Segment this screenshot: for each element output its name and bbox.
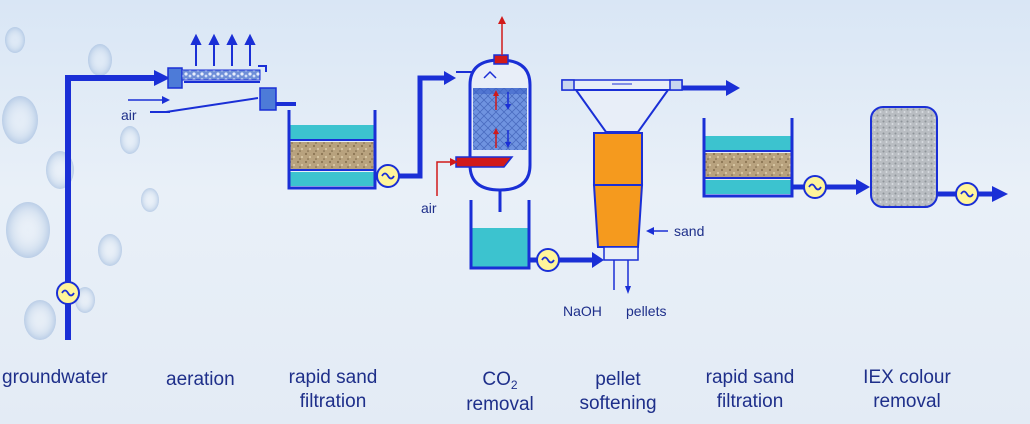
rapid-sand-filter-1: [287, 110, 412, 190]
pump-icon: [803, 175, 827, 199]
stage-label-rapid-sand-filtration-1: rapid sand filtration: [283, 366, 383, 414]
stage-label-line: CO2: [455, 368, 545, 393]
stage-label-line: softening: [579, 393, 657, 414]
flow-arrow-icon: [726, 80, 740, 96]
stage-label-line: filtration: [299, 391, 367, 412]
co2-subscript: 2: [510, 378, 518, 392]
naoh-label: NaOH: [563, 303, 602, 319]
pipe-to-co2: [400, 71, 456, 179]
sand-label: sand: [674, 223, 705, 239]
pump-icon: [955, 182, 979, 206]
pump-icon: [376, 164, 400, 188]
air-vent-arrow-icon: [498, 16, 506, 24]
pellets-label: pellets: [626, 303, 667, 319]
pump-icon: [56, 281, 80, 305]
stage-label-line: rapid sand: [705, 367, 795, 388]
stage-label-line: filtration: [716, 391, 784, 412]
air-inlet-arrow-icon: [128, 96, 170, 104]
flow-arrow-icon: [592, 252, 604, 268]
stage-label-line: IEX colour: [863, 367, 951, 388]
background-droplets: [2, 27, 159, 340]
stage-label-iex-colour-removal: IEX colour removal: [852, 366, 962, 414]
flow-arrow-icon: [992, 186, 1008, 202]
iex-vessel: [870, 106, 1008, 208]
pellet-softening-reactor: [561, 79, 740, 294]
flow-arrow-icon: [856, 179, 870, 195]
groundwater-pipe: [65, 70, 170, 340]
air-inlet-arrow-icon: [450, 158, 458, 166]
aeration-unit: [128, 33, 296, 113]
flow-arrow-icon: [154, 70, 170, 86]
stage-label-groundwater: groundwater: [2, 367, 108, 388]
rapid-sand-filter-2: [702, 118, 870, 198]
stage-label-rapid-sand-filtration-2: rapid sand filtration: [700, 366, 800, 414]
air-label-aeration: air: [121, 107, 137, 123]
flow-arrow-icon: [444, 71, 456, 85]
stage-label-aeration: aeration: [166, 369, 235, 390]
co2-removal-column: [436, 16, 532, 212]
stage-label-co2-removal: CO2 removal: [455, 368, 545, 417]
air-label-co2: air: [421, 200, 437, 216]
pump-icon: [536, 248, 560, 272]
stage-label-line: removal: [873, 391, 941, 412]
stage-label-line: rapid sand: [288, 367, 378, 388]
stage-label-pellet-softening: pellet softening: [573, 368, 663, 416]
air-vent-arrow-icon: [190, 33, 256, 66]
stage-label-line: removal: [466, 394, 534, 415]
stage-label-line: pellet: [595, 369, 641, 390]
co2-prefix: CO: [482, 369, 511, 390]
